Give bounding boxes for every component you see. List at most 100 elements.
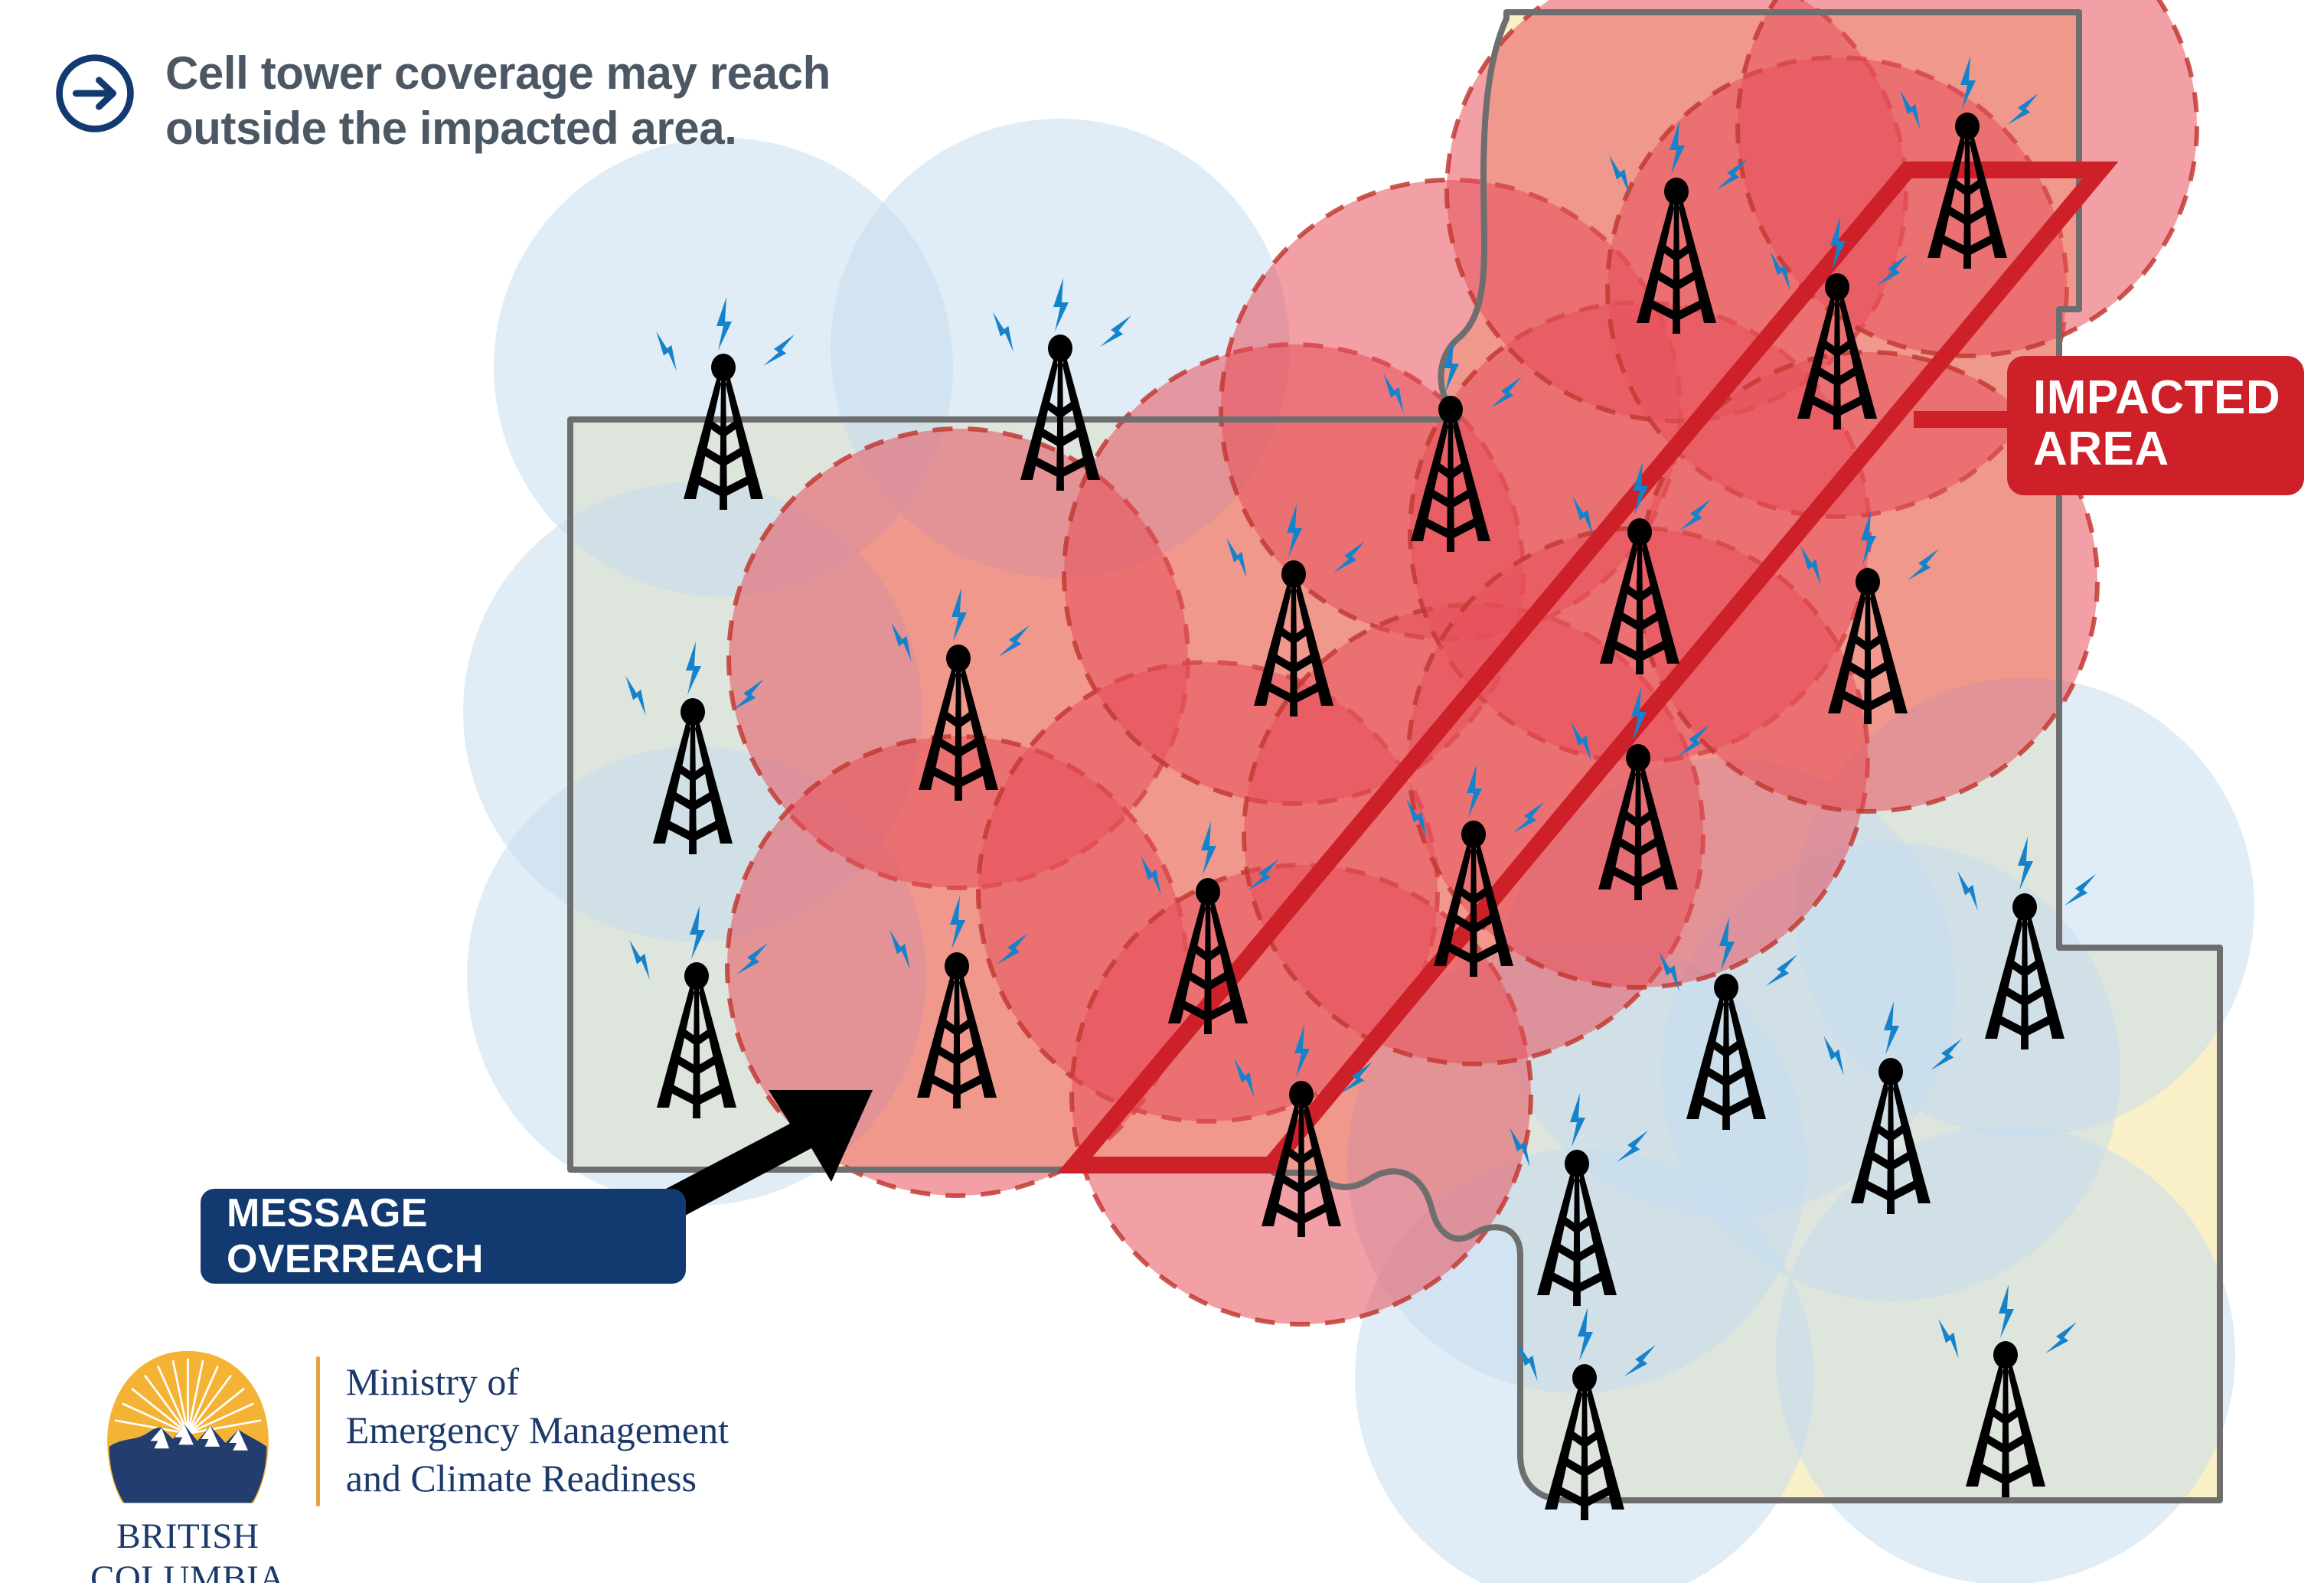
arrow-right-circle-icon xyxy=(56,54,134,132)
signal-bolt-icon xyxy=(1670,121,1685,175)
signal-bolt-icon xyxy=(996,932,1028,965)
signal-bolt-icon xyxy=(690,906,705,959)
cell-tower-icon xyxy=(1609,121,1748,334)
signal-bolt-icon xyxy=(1659,951,1679,991)
impacted-area-callout: IMPACTED AREA xyxy=(2007,356,2304,495)
signal-bolt-icon xyxy=(762,334,795,367)
bc-sun-mountain-icon xyxy=(106,1350,269,1503)
signal-bolt-icon xyxy=(1234,1059,1255,1098)
signal-bolt-icon xyxy=(1770,251,1790,291)
cell-tower-icon xyxy=(1823,1001,1962,1214)
signal-bolt-icon xyxy=(1616,1130,1648,1163)
signal-bolt-icon xyxy=(1406,798,1427,838)
signal-bolt-icon xyxy=(736,942,768,975)
signal-bolt-icon xyxy=(732,678,764,711)
signal-bolt-icon xyxy=(1383,374,1404,413)
signal-bolt-icon xyxy=(1053,278,1069,331)
cell-tower-icon xyxy=(1900,56,2038,269)
cell-tower-icon xyxy=(1226,504,1365,716)
cell-tower-icon xyxy=(656,297,795,510)
signal-bolt-icon xyxy=(2018,837,2033,890)
signal-bolt-icon xyxy=(1624,1344,1656,1377)
signal-bolt-icon xyxy=(1861,511,1876,565)
signal-bolt-icon xyxy=(1765,954,1797,987)
cell-tower-icon xyxy=(1406,764,1545,977)
cell-tower-icon xyxy=(625,641,764,854)
signal-bolt-icon xyxy=(951,588,967,641)
cell-tower-icon xyxy=(1141,821,1279,1034)
signal-bolt-icon xyxy=(993,312,1013,352)
signal-bolt-icon xyxy=(1900,90,1921,130)
signal-bolt-icon xyxy=(686,641,701,695)
signal-bolt-icon xyxy=(891,622,912,662)
cell-tower-icon xyxy=(1517,1307,1656,1520)
signal-bolt-icon xyxy=(1099,315,1131,348)
logo-divider xyxy=(315,1356,320,1506)
signal-bolt-icon xyxy=(629,940,650,980)
bc-government-logo: BRITISH COLUMBIA Ministry of Emergency M… xyxy=(90,1347,729,1583)
signal-bolt-icon xyxy=(1517,1342,1538,1382)
signal-bolt-icon xyxy=(1823,1036,1844,1075)
signal-bolt-icon xyxy=(1467,764,1482,818)
cell-tower-icon xyxy=(1510,1093,1648,1306)
signal-bolt-icon xyxy=(1510,1128,1530,1167)
wordmark-line-2: COLUMBIA xyxy=(90,1558,286,1583)
cell-tower-icon xyxy=(1659,917,1797,1130)
signal-bolt-icon xyxy=(1609,155,1630,195)
signal-bolt-icon xyxy=(1930,1038,1962,1071)
signal-bolt-icon xyxy=(1999,1284,2014,1338)
signal-bolt-icon xyxy=(2006,93,2038,126)
signal-bolt-icon xyxy=(1294,1024,1310,1078)
signal-bolt-icon xyxy=(1287,504,1302,557)
region-outline-stroke xyxy=(567,9,2223,1503)
signal-bolt-icon xyxy=(1884,1001,1899,1055)
signal-bolt-icon xyxy=(1679,498,1711,531)
cell-towers xyxy=(625,56,2096,1520)
signal-bolt-icon xyxy=(1333,540,1365,573)
signal-bolt-icon xyxy=(2064,873,2096,906)
cell-tower-icon xyxy=(993,278,1131,491)
signal-bolt-icon xyxy=(2045,1321,2077,1354)
cell-tower-icon xyxy=(1383,339,1522,552)
signal-bolt-icon xyxy=(1490,376,1522,409)
signal-bolt-icon xyxy=(656,331,677,371)
signal-bolt-icon xyxy=(1719,917,1735,971)
header: Cell tower coverage may reach outside th… xyxy=(54,46,831,156)
cell-tower-icon xyxy=(1572,462,1711,674)
signal-bolt-icon xyxy=(1876,253,1908,286)
cell-tower-icon xyxy=(1938,1284,2077,1497)
cell-tower-icon xyxy=(1770,217,1908,429)
signal-bolt-icon xyxy=(1513,801,1545,834)
signal-bolt-icon xyxy=(1938,1319,1959,1359)
cell-tower-icon xyxy=(889,896,1028,1108)
signal-bolt-icon xyxy=(1444,339,1459,393)
bc-wordmark: BRITISH COLUMBIA xyxy=(90,1516,286,1583)
signal-bolt-icon xyxy=(1633,462,1648,515)
signal-bolt-icon xyxy=(1201,821,1216,875)
signal-bolt-icon xyxy=(1572,496,1593,536)
signal-bolt-icon xyxy=(1141,856,1161,896)
cell-tower-icon xyxy=(1800,511,1939,724)
signal-bolt-icon xyxy=(1247,858,1279,891)
signal-bolt-icon xyxy=(716,297,732,351)
signal-bolt-icon xyxy=(1570,1093,1585,1147)
signal-bolt-icon xyxy=(1226,538,1247,578)
signal-bolt-icon xyxy=(997,625,1030,658)
message-overreach-callout: MESSAGE OVERREACH xyxy=(201,1189,686,1284)
ministry-name: Ministry of Emergency Management and Cli… xyxy=(345,1360,729,1500)
cell-tower-icon xyxy=(1234,1024,1373,1237)
signal-bolt-icon xyxy=(950,896,965,949)
signal-bolt-icon xyxy=(1578,1307,1593,1361)
signal-bolt-icon xyxy=(1340,1061,1373,1094)
signal-bolt-icon xyxy=(1960,56,1976,109)
signal-bolt-icon xyxy=(1571,722,1591,762)
signal-bolt-icon xyxy=(1907,548,1939,581)
signal-bolt-icon xyxy=(1677,724,1709,757)
impacted-area-outline xyxy=(1056,162,2119,1173)
cell-tower-icon xyxy=(629,906,768,1118)
cell-tower-icon xyxy=(891,588,1030,801)
signal-bolt-icon xyxy=(625,676,646,716)
signal-bolt-icon xyxy=(889,930,910,970)
